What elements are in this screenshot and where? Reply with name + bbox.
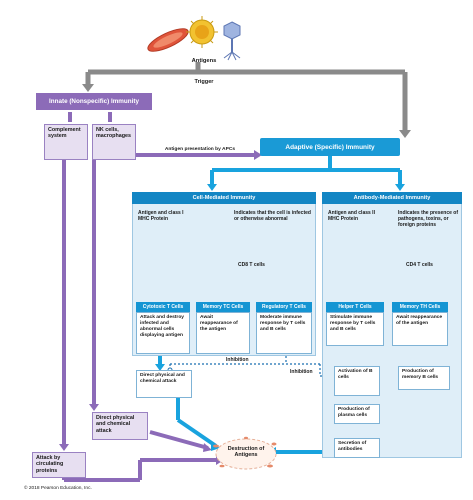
memory-th-header: Memory TH Cells	[392, 302, 448, 312]
memory-th-body: Await reappearance of the antigen	[392, 312, 448, 346]
activation-b-cells-box: Activation of B cells	[334, 366, 380, 396]
circulating-proteins-box: Attack by circulating proteins	[32, 452, 86, 478]
cd8-label: CD8 T cells	[238, 262, 265, 268]
helper-header: Helper T Cells	[326, 302, 384, 312]
regulatory-body: Moderate immune response by T cells and …	[256, 312, 312, 354]
helper-body: Stimulate immune response by T cells and…	[326, 312, 384, 346]
plasma-cells-box: Production of plasma cells	[334, 404, 380, 424]
trigger-label: Trigger	[194, 79, 214, 85]
arrowhead-direct-attack	[155, 364, 165, 371]
arrowhead-proteins	[59, 444, 69, 451]
arrowhead-presentation	[254, 150, 262, 160]
memory-tc-body: Await reappearance of the antigen	[196, 312, 250, 354]
complement-system-box: Complement system	[44, 124, 88, 160]
cell-mediated-title: Cell-Mediated Immunity	[132, 192, 316, 204]
nk-cells-box: NK cells, macrophages	[92, 124, 136, 160]
cm-antigen-text: Antigen and class I MHC Protein	[138, 210, 184, 222]
cm-indicates-text: Indicates that the cell is infected or o…	[234, 210, 311, 222]
cd4-label: CD4 T cells	[406, 262, 433, 268]
antibody-mediated-title: Antibody-Mediated Immunity	[322, 192, 462, 204]
destruction-burst-icon	[213, 436, 277, 470]
inhibition-label-cm: Inhibition	[226, 357, 249, 363]
ab-antigen-text: Antigen and class II MHC Protein	[328, 210, 375, 222]
adaptive-immunity-header: Adaptive (Specific) Immunity	[260, 138, 400, 156]
innate-direct-attack-box: Direct physical and chemical attack	[92, 412, 148, 440]
trigger-connectors	[85, 62, 408, 132]
bacteriophage-icon	[223, 21, 241, 61]
regulatory-header: Regulatory T Cells	[256, 302, 312, 312]
copyright-label: © 2018 Pearson Education, Inc.	[24, 486, 92, 491]
virus-icon	[186, 16, 218, 48]
secretion-antibodies-box: Secretion of antibodies	[334, 438, 380, 458]
bacterium-icon	[147, 28, 189, 52]
cm-direct-attack-box: Direct physical and chemical attack	[136, 370, 192, 398]
trigger-arrowhead-left	[82, 84, 94, 92]
arrowhead-innate-destruction2	[203, 443, 212, 452]
destruction-label: Destruction of Antigens	[227, 446, 265, 459]
antigens-label: Antigens	[191, 58, 217, 64]
antigen-illustrations	[147, 16, 241, 61]
arrowhead-cell-mediated	[207, 184, 217, 191]
cytotoxic-header: Cytotoxic T Cells	[136, 302, 190, 312]
cytotoxic-body: Attack and destroy infected and abnormal…	[136, 312, 190, 354]
inhibition-label-ab: Inhibition	[290, 369, 313, 375]
arrowhead-antibody	[395, 184, 405, 191]
memory-b-cells-box: Production of memory B cells	[398, 366, 450, 390]
arrowhead-direct	[89, 404, 99, 411]
antigen-presentation-label: Antigen presentation by APCs	[164, 147, 236, 152]
innate-immunity-header: Innate (Nonspecific) Immunity	[36, 93, 152, 110]
memory-tc-header: Memory TC Cells	[196, 302, 250, 312]
trigger-arrowhead-right	[399, 130, 411, 138]
ab-indicates-text: Indicates the presence of pathogens, tox…	[398, 210, 459, 228]
innate-connectors	[62, 112, 256, 482]
